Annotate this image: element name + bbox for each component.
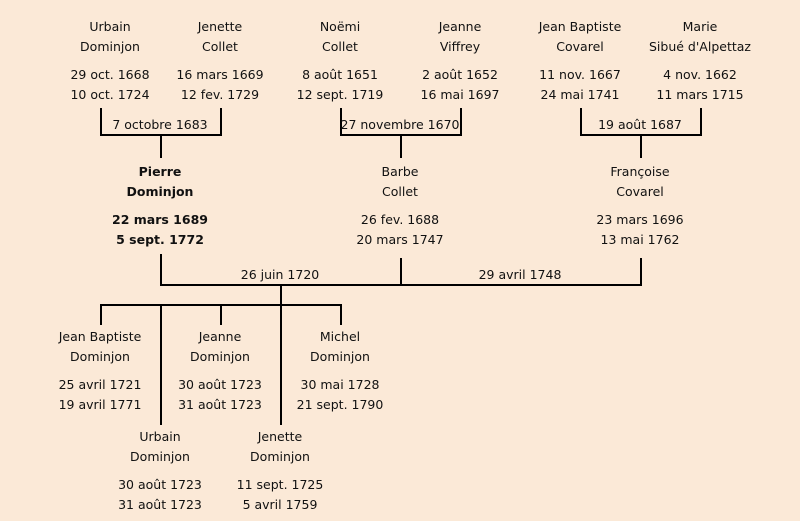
birth-date: 8 août 1651: [302, 67, 378, 82]
birth-date: 30 août 1723: [178, 377, 262, 392]
death-date: 24 mai 1741: [540, 87, 620, 102]
marriage-date: 26 juin 1720: [240, 267, 320, 282]
first-name: Jean Baptiste: [538, 19, 622, 34]
birth-date: 2 août 1652: [422, 67, 498, 82]
birth-date: 26 fev. 1688: [360, 212, 440, 227]
last-name: Covarel: [556, 39, 604, 54]
death-date: 12 fev. 1729: [180, 87, 260, 102]
marriage-bracket-collet-viffrey: [340, 108, 462, 158]
first-name: Jenette: [257, 429, 303, 444]
last-name: Sibué d'Alpettaz: [649, 39, 751, 54]
marriage-bracket-pierre: [160, 254, 642, 286]
last-name: Covarel: [616, 184, 664, 199]
last-name: Dominjon: [130, 449, 190, 464]
first-name: Noëmi: [319, 19, 361, 34]
last-name: Viffrey: [439, 39, 481, 54]
marriage-bracket-dominjon-collet: [100, 108, 222, 158]
first-name: Urbain: [139, 429, 181, 444]
marriage-bracket-covarel-sibue: [580, 108, 702, 158]
death-date: 10 oct. 1724: [70, 87, 150, 102]
first-name: Jeanne: [438, 19, 482, 34]
death-date: 5 sept. 1772: [116, 232, 204, 247]
birth-date: 29 oct. 1668: [70, 67, 150, 82]
birth-date: 30 août 1723: [118, 477, 202, 492]
first-name: Jenette: [197, 19, 243, 34]
last-name: Dominjon: [80, 39, 140, 54]
marriage-date: 27 novembre 1670: [340, 117, 460, 132]
death-date: 11 mars 1715: [656, 87, 744, 102]
birth-date: 16 mars 1669: [176, 67, 264, 82]
birth-date: 25 avril 1721: [58, 377, 142, 392]
death-date: 5 avril 1759: [242, 497, 318, 512]
first-name: Michel: [319, 329, 361, 344]
marriage-date: 19 août 1687: [598, 117, 682, 132]
first-name: Marie: [682, 19, 718, 34]
birth-date: 30 mai 1728: [300, 377, 380, 392]
last-name: Collet: [202, 39, 238, 54]
first-name: Pierre: [138, 164, 182, 179]
first-name: Urbain: [89, 19, 131, 34]
marriage-date: 29 avril 1748: [478, 267, 562, 282]
death-date: 31 août 1723: [118, 497, 202, 512]
birth-date: 11 sept. 1725: [236, 477, 324, 492]
last-name: Collet: [322, 39, 358, 54]
first-name: Jeanne: [198, 329, 242, 344]
last-name: Collet: [382, 184, 418, 199]
last-name: Dominjon: [126, 184, 194, 199]
death-date: 13 mai 1762: [600, 232, 680, 247]
first-name: Barbe: [381, 164, 419, 179]
first-name: Jean Baptiste: [58, 329, 142, 344]
last-name: Dominjon: [310, 349, 370, 364]
death-date: 16 mai 1697: [420, 87, 500, 102]
last-name: Dominjon: [250, 449, 310, 464]
death-date: 12 sept. 1719: [296, 87, 384, 102]
death-date: 31 août 1723: [178, 397, 262, 412]
first-name: Françoise: [610, 164, 670, 179]
marriage-date: 7 octobre 1683: [112, 117, 208, 132]
birth-date: 22 mars 1689: [112, 212, 208, 227]
last-name: Dominjon: [70, 349, 130, 364]
birth-date: 4 nov. 1662: [663, 67, 737, 82]
death-date: 19 avril 1771: [58, 397, 142, 412]
last-name: Dominjon: [190, 349, 250, 364]
death-date: 20 mars 1747: [356, 232, 444, 247]
children-bracket: [100, 285, 342, 425]
death-date: 21 sept. 1790: [296, 397, 384, 412]
birth-date: 23 mars 1696: [596, 212, 684, 227]
birth-date: 11 nov. 1667: [539, 67, 621, 82]
